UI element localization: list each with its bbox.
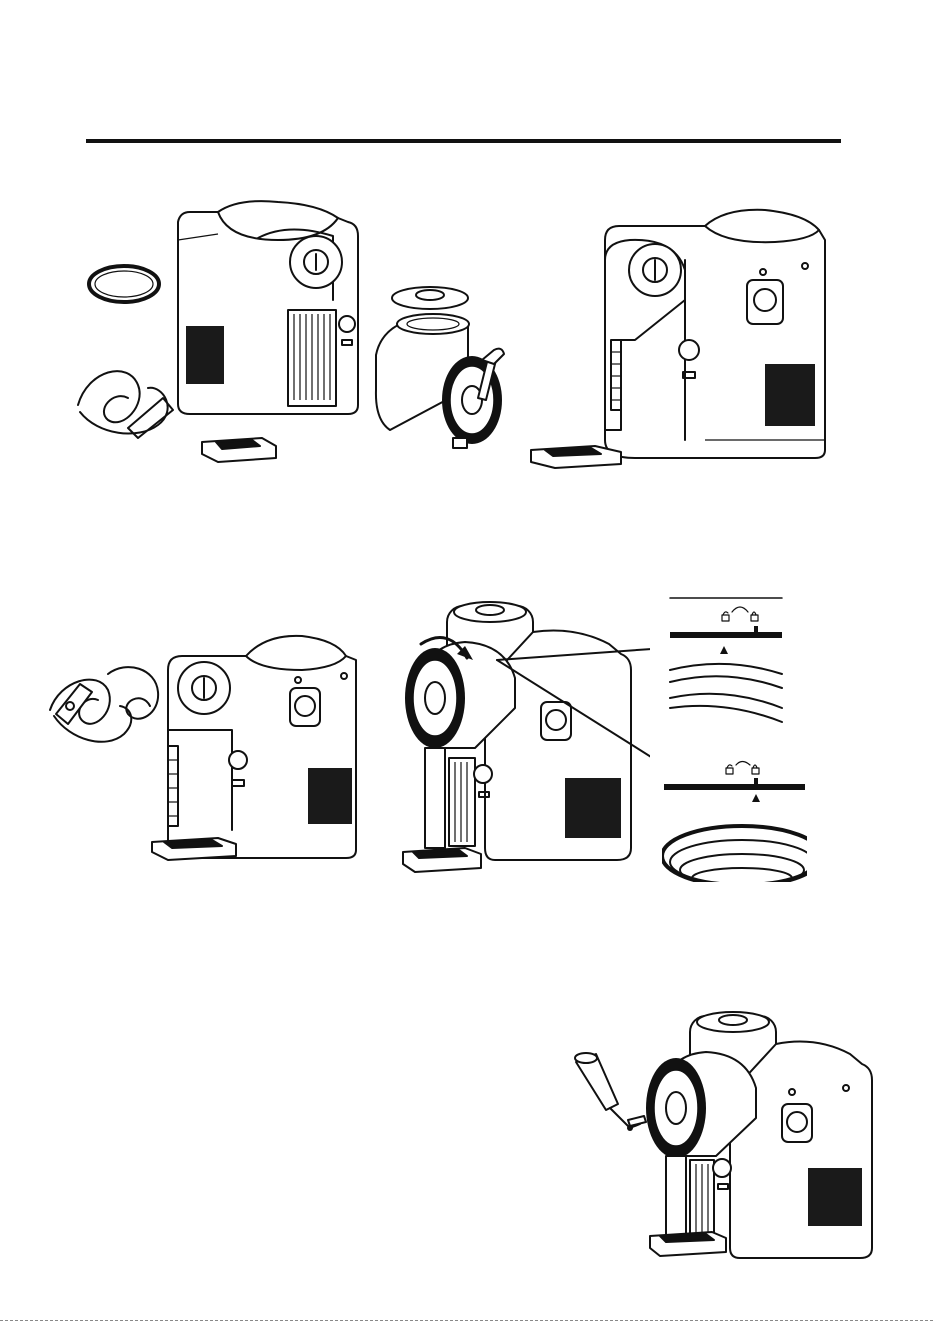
disassembled-parts-illustration [68,200,368,465]
insert-spiral-paddle-illustration [46,630,376,862]
bowl-assembly-svg [370,280,530,460]
disassembled-parts-svg [68,200,368,465]
insert-paddle-svg [46,630,376,862]
lock-detail-top-svg [666,596,786,732]
machine-rear-tray-illustration [525,200,835,470]
attach-handle-svg [570,1008,880,1263]
page-bottom-edge [0,1320,933,1321]
lock-detail-bottom-svg [662,758,807,882]
attach-handle-illustration [570,1008,880,1263]
rotate-bowl-lock-illustration [395,598,650,880]
machine-rear-svg [525,200,835,470]
rotate-bowl-svg [395,598,650,880]
lock-indicator-unlocked-illustration [666,596,786,732]
bowl-assembly-illustration [370,280,530,460]
header-rule [86,139,841,143]
lock-indicator-locked-illustration [662,758,807,882]
